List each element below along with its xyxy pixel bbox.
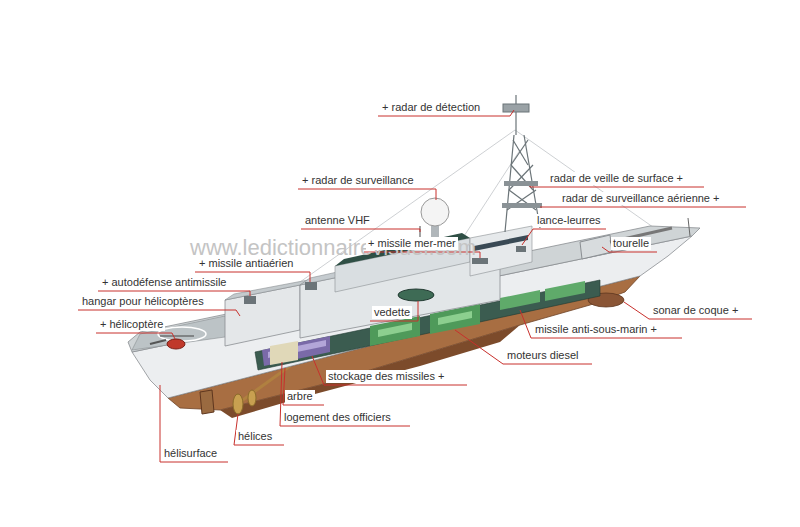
part-label: hélices <box>236 430 274 443</box>
turret <box>580 235 612 259</box>
surveillance-radar <box>421 198 449 226</box>
missile-storage <box>262 336 330 366</box>
bridge <box>470 226 532 276</box>
part-label: + radar de surveillance <box>300 174 416 187</box>
helicopter <box>150 336 194 349</box>
part-label: vedette <box>372 306 412 319</box>
detection-radar <box>503 104 529 112</box>
leader-lines <box>78 110 752 462</box>
part-label: + radar de détection <box>380 101 482 114</box>
part-label: hangar pour hélicoptères <box>80 295 206 308</box>
part-label: arbre <box>285 390 315 403</box>
officers-quarters <box>270 341 298 365</box>
part-label: tourelle <box>611 237 651 250</box>
hangar-roof <box>225 280 308 300</box>
part-label: logement des officiers <box>282 411 393 424</box>
propeller <box>233 394 243 414</box>
lower-hull <box>168 276 640 410</box>
part-label: sonar de coque + <box>651 304 740 317</box>
rudder <box>200 390 214 414</box>
part-label: hélisurface <box>162 447 219 460</box>
part-label: + autodéfense antimissile <box>100 276 228 289</box>
launch-boat <box>398 289 434 301</box>
deck <box>128 226 700 352</box>
ciws <box>244 296 256 304</box>
part-label: + missile mer-mer <box>366 237 458 250</box>
propeller <box>248 390 256 406</box>
antisubmarine-missile <box>500 281 585 310</box>
decoy-launcher <box>516 246 526 252</box>
part-label: missile anti-sous-marin + <box>533 323 659 336</box>
part-label: antenne VHF <box>303 214 372 227</box>
bridge-windows <box>474 235 528 251</box>
sam-launcher <box>305 282 317 290</box>
part-label: radar de veille de surface + <box>548 172 685 185</box>
part-label: moteurs diesel <box>505 349 581 362</box>
part-label: stockage des missiles + <box>326 370 446 383</box>
jackstaff <box>688 218 690 236</box>
air-radar <box>502 203 542 208</box>
part-label: + hélicoptère <box>98 318 165 331</box>
part-label: + missile antiaérien <box>197 257 295 270</box>
surface-radar <box>504 181 538 186</box>
part-label: lance-leurres <box>535 214 603 227</box>
part-label: radar de surveillance aérienne + <box>560 192 721 205</box>
